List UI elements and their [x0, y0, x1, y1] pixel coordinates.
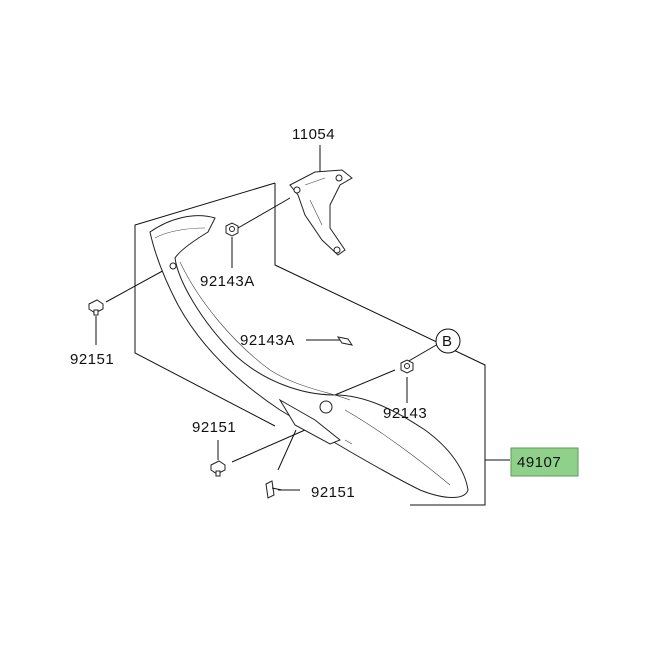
main-cowl-part[interactable]	[149, 215, 469, 498]
nut-mid[interactable]	[336, 336, 354, 346]
nut-right[interactable]	[400, 359, 414, 374]
label-nut-upper[interactable]: 92143A	[200, 273, 255, 290]
main-part-callout[interactable]: 49107	[510, 447, 579, 477]
label-bracket[interactable]: 11054	[292, 126, 335, 143]
label-bolt-left[interactable]: 92151	[70, 351, 114, 368]
label-nut-mid[interactable]: 92143A	[240, 332, 295, 349]
label-main-part[interactable]: 49107	[517, 454, 561, 471]
reference-marker-label: B	[442, 333, 453, 350]
nut-upper[interactable]	[225, 222, 239, 237]
assembly-frame-lines	[134, 182, 510, 506]
label-bolt-bottom[interactable]: 92151	[311, 484, 355, 501]
main-part-highlight	[510, 447, 579, 477]
leader-lines	[95, 145, 439, 491]
mounting-bracket[interactable]	[289, 169, 353, 256]
reference-marker-b: B	[435, 328, 461, 354]
label-bolt-lower-left[interactable]: 92151	[192, 419, 236, 436]
bolt-bottom[interactable]	[265, 480, 283, 499]
bolt-left[interactable]	[88, 299, 104, 316]
bolt-lower-left[interactable]	[210, 460, 226, 477]
label-nut-right[interactable]: 92143	[383, 405, 427, 422]
